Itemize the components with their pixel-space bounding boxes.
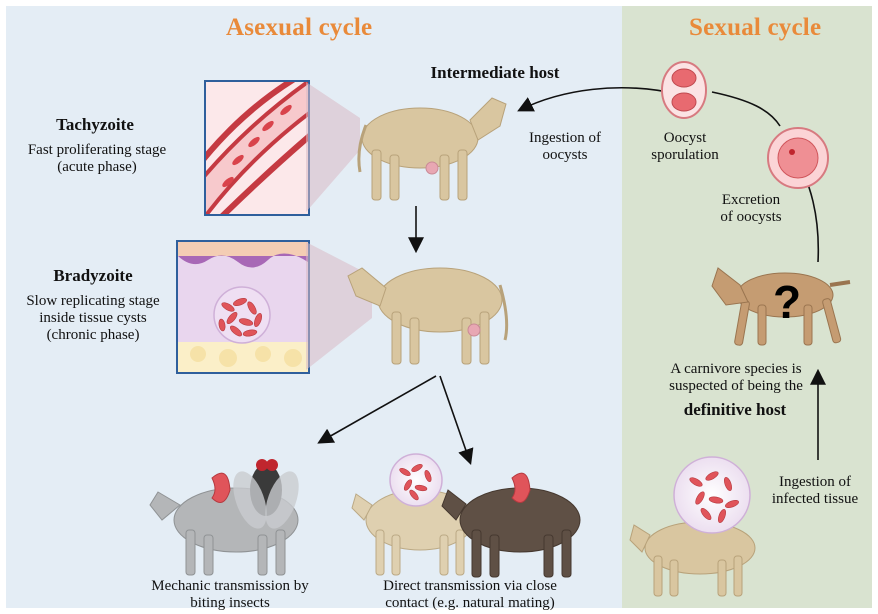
cow-ingested (630, 522, 755, 596)
question-mark-icon: ? (773, 276, 801, 328)
oocyst-excreted (768, 128, 828, 188)
cyst-ingested (674, 457, 750, 533)
zoom-wedge-tachyzoite (306, 82, 360, 212)
cow-intermediate-host (359, 98, 506, 200)
zoom-wedge-bradyzoite (306, 242, 372, 370)
bradyzoite-cluster (218, 297, 263, 338)
arrow-oocyst-to-host (520, 88, 682, 110)
oocyst-sporulated (662, 62, 706, 118)
arrow-to-insects (320, 376, 436, 442)
arrow-to-direct (440, 376, 470, 462)
arrow-excretion-to-oocyst (712, 92, 780, 126)
